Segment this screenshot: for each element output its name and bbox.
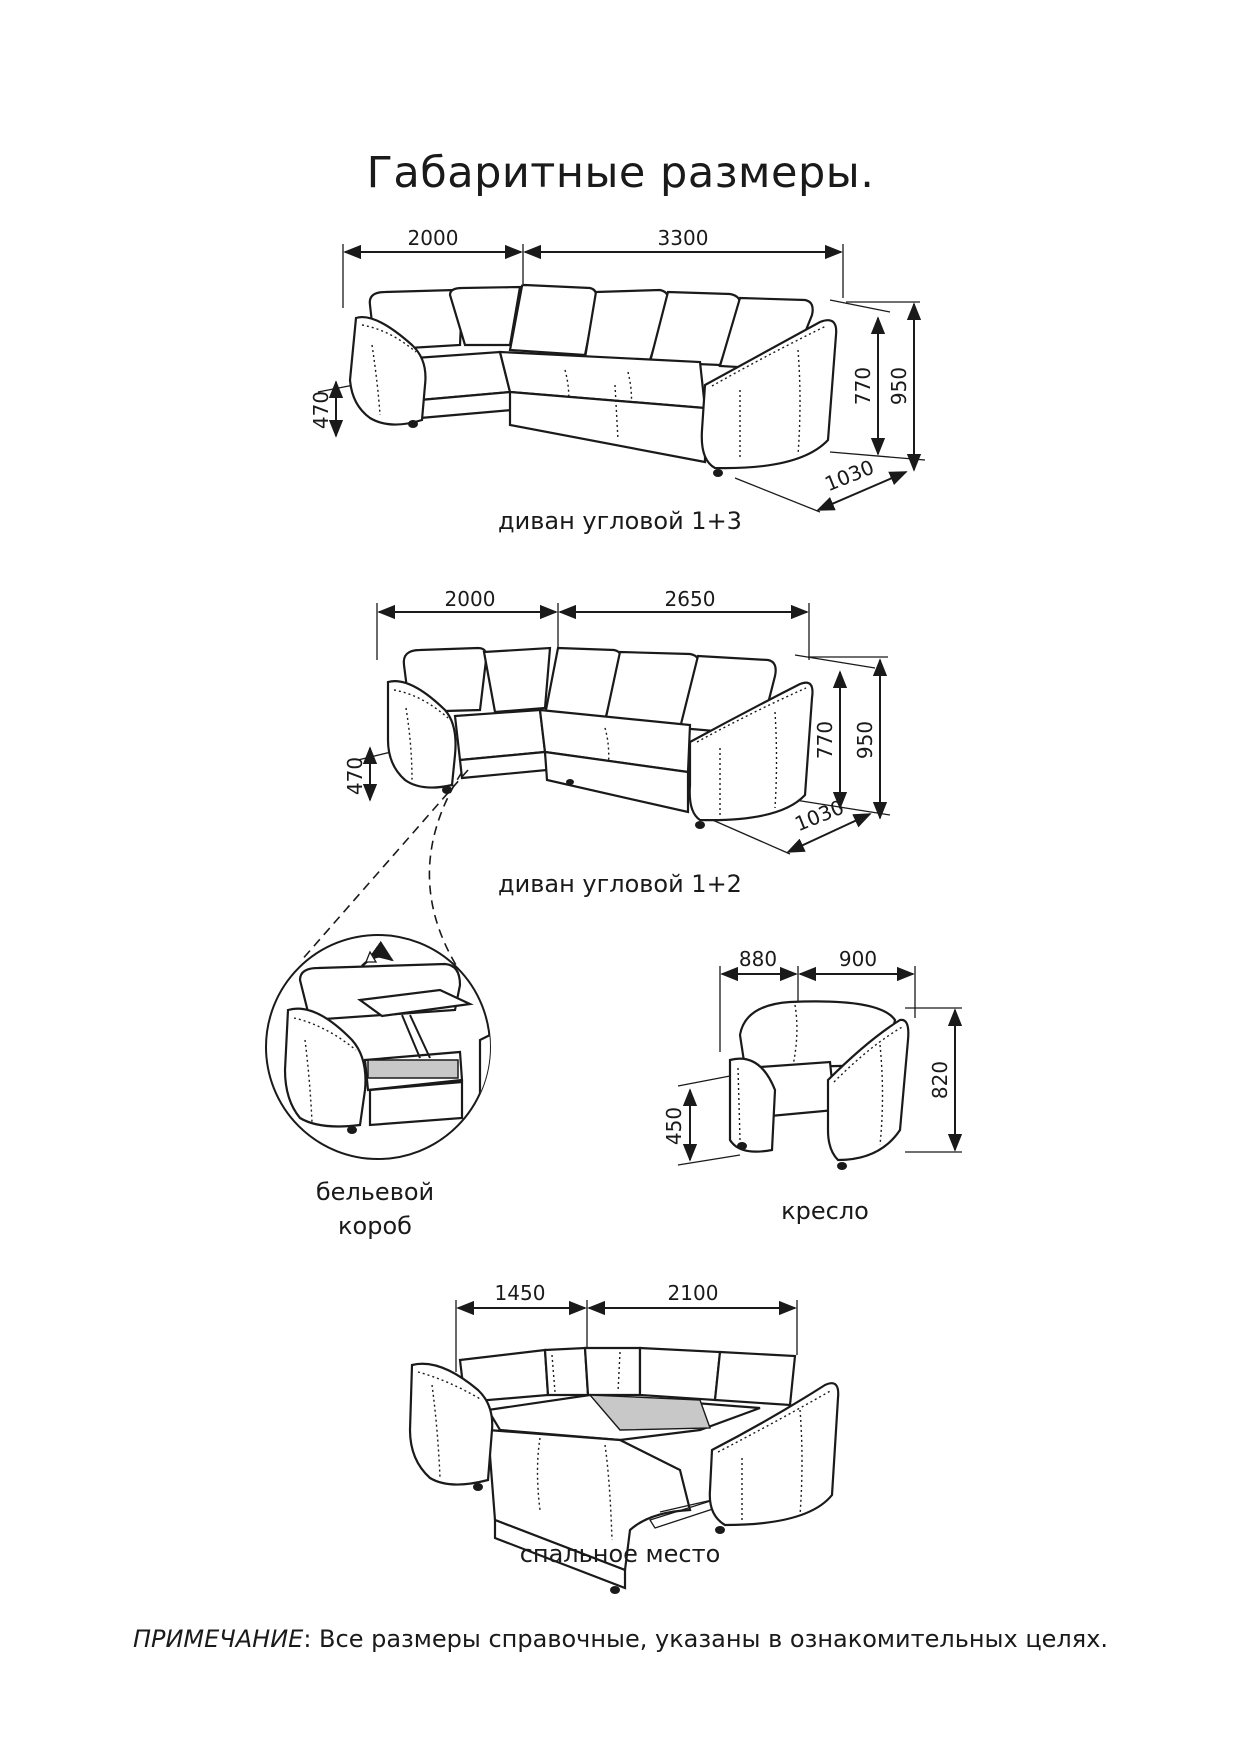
dim-seat-height: 470 <box>309 391 333 429</box>
dim-seat-height: 450 <box>662 1107 686 1145</box>
dim-width: 880 <box>739 947 777 971</box>
dim-line-depth <box>816 471 908 511</box>
page-title: Габаритные размеры. <box>366 148 875 198</box>
bed-extension <box>588 1394 711 1431</box>
dim-right-width: 2650 <box>665 587 716 611</box>
callout-line-left <box>299 769 469 963</box>
sofa-corner-1-2-drawing <box>299 603 891 966</box>
footnote-label: ПРИМЕЧАНИЕ <box>132 1625 304 1653</box>
dim-right-width: 2100 <box>668 1281 719 1305</box>
caption-storage-line1: бельевой <box>315 1178 435 1206</box>
footnote-text: : Все размеры справочные, указаны в озна… <box>303 1625 1109 1653</box>
caption-sleeping-place: спальное место <box>519 1540 721 1568</box>
dim-total-height: 950 <box>887 367 911 405</box>
dim-left-width: 1450 <box>495 1281 546 1305</box>
dim-depth: 900 <box>839 947 877 971</box>
dim-left-width: 2000 <box>445 587 496 611</box>
dim-seat-height: 470 <box>343 757 367 795</box>
arrow-flip-icon <box>361 940 394 967</box>
sleeping-place-drawing <box>408 1300 840 1594</box>
dim-back-height: 770 <box>813 721 837 759</box>
caption-sofa-1-2: диван угловой 1+2 <box>498 870 742 898</box>
dim-left-width: 2000 <box>408 226 459 250</box>
dim-right-width: 3300 <box>658 226 709 250</box>
sofa-corner-1-3-drawing <box>317 244 926 513</box>
dim-line-depth <box>786 813 872 853</box>
dim-back-height: 770 <box>851 367 875 405</box>
dim-total-height: 820 <box>928 1061 952 1099</box>
footnote: ПРИМЕЧАНИЕ: Все размеры справочные, указ… <box>0 1625 1241 1653</box>
caption-storage-line2: короб <box>338 1212 412 1240</box>
dim-total-height: 950 <box>853 721 877 759</box>
dim-depth: 1030 <box>821 455 877 496</box>
caption-sofa-1-3: диван угловой 1+3 <box>498 507 742 535</box>
storage-box-zoom <box>265 934 491 1160</box>
armchair-drawing <box>677 966 963 1170</box>
caption-armchair: кресло <box>781 1197 869 1225</box>
